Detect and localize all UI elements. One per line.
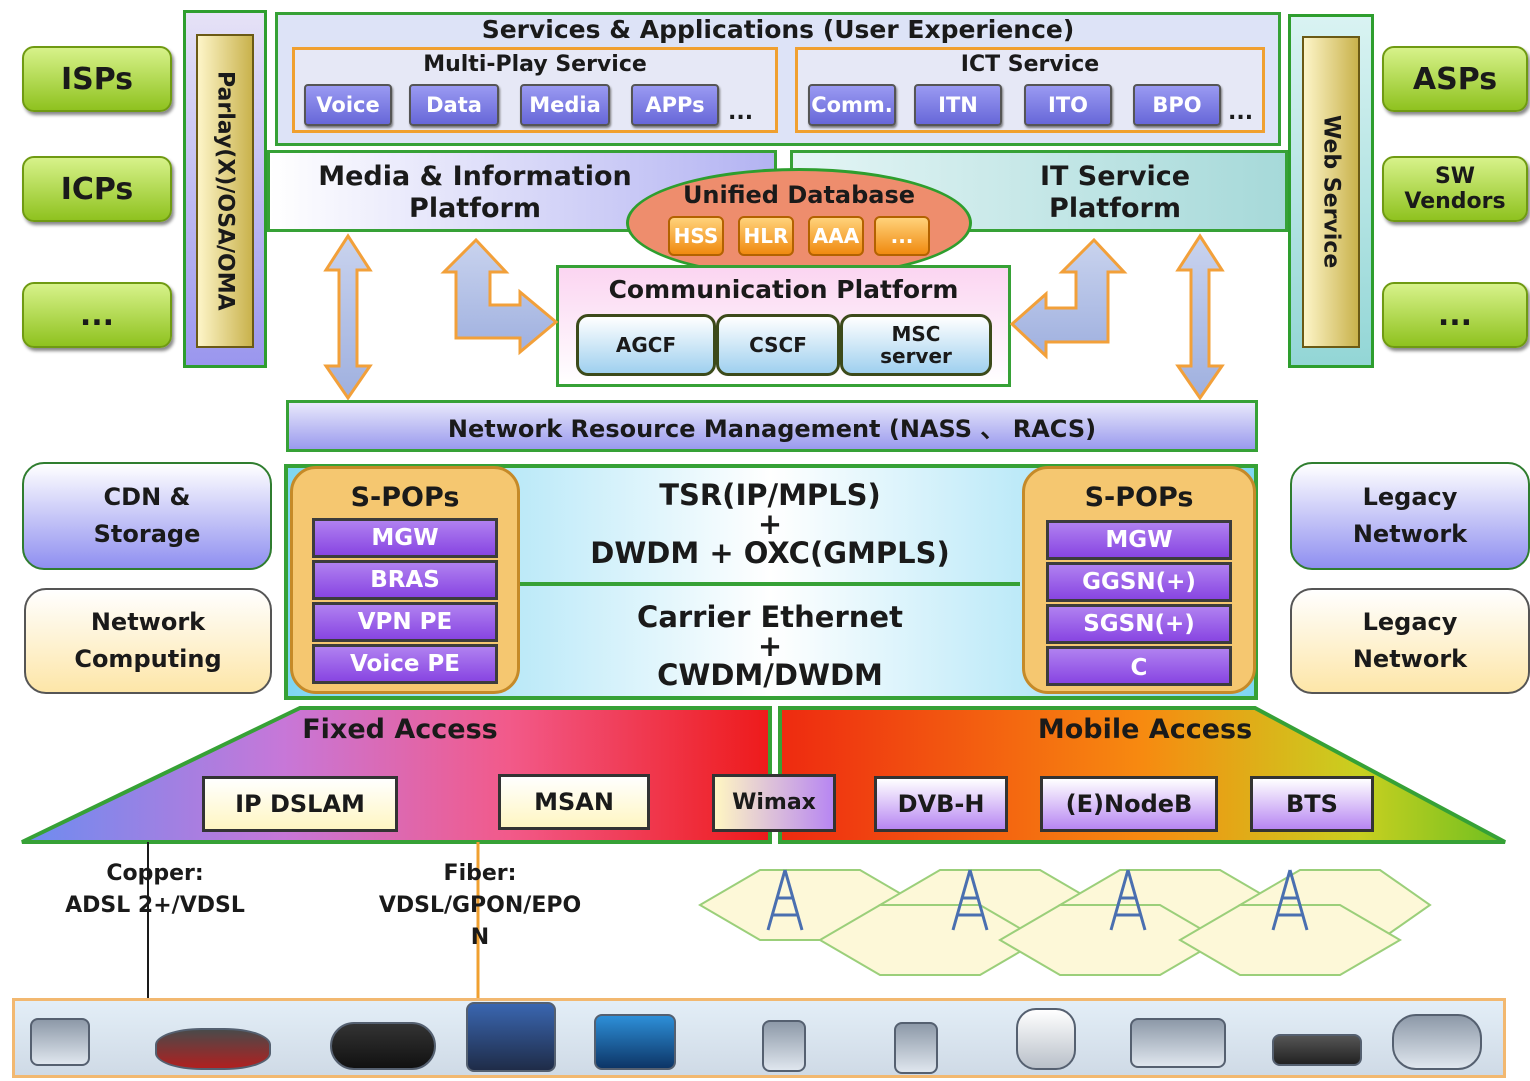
- router-icon: [1272, 1034, 1362, 1066]
- spop-left-bras: BRAS: [312, 560, 498, 600]
- network-resource-management: Network Resource Management (NASS 、 RACS…: [286, 400, 1258, 452]
- service-itn: ITN: [914, 84, 1002, 126]
- double-arrow-right: [1175, 233, 1225, 401]
- db-aaa: AAA: [808, 216, 864, 256]
- spop-right-mgw: MGW: [1046, 520, 1232, 560]
- legacy-network-1: Legacy Network: [1290, 462, 1530, 570]
- cellular-coverage-mesh: [698, 869, 1432, 976]
- partner-more-left: ...: [22, 282, 172, 348]
- mobile-icon: [762, 1020, 806, 1072]
- comm-msc-server: MSC server: [840, 314, 992, 376]
- legacy-network-2: Legacy Network: [1290, 588, 1530, 694]
- access-bts: BTS: [1250, 776, 1374, 832]
- phone-icon: [30, 1018, 90, 1066]
- partner-sw-vendors: SW Vendors: [1382, 156, 1528, 222]
- ict-title: ICT Service: [960, 51, 1100, 77]
- service-voice: Voice: [304, 84, 392, 126]
- it-platform-title: IT Service Platform: [1039, 160, 1191, 224]
- coverage-cell-7: [1178, 904, 1402, 976]
- left-interface-bar: Parlay(X)/OSA/OMA: [196, 34, 254, 348]
- copper-tech: ADSL 2+/VDSL: [65, 892, 245, 918]
- service-ito: ITO: [1024, 84, 1112, 126]
- cell-towers: [766, 869, 1309, 931]
- service-bpo: BPO: [1133, 84, 1221, 126]
- core-row-tsr: TSR(IP/MPLS) + DWDM + OXC(GMPLS): [520, 472, 1020, 576]
- cdn-storage: CDN & Storage: [22, 462, 272, 570]
- service-comm: Comm.: [808, 84, 896, 126]
- service-apps: APPs: [631, 84, 719, 126]
- tv-icon: [594, 1014, 676, 1070]
- network-computing: Network Computing: [24, 588, 272, 694]
- partner-icps: ICPs: [22, 156, 172, 222]
- access-ip-dslam: IP DSLAM: [202, 776, 398, 832]
- db-hss: HSS: [668, 216, 724, 256]
- multi-play-more: ...: [728, 100, 754, 125]
- communication-platform-title: Communication Platform: [608, 274, 959, 304]
- left-interface-label: Parlay(X)/OSA/OMA: [212, 71, 238, 311]
- mobile-access-title: Mobile Access: [1037, 713, 1253, 745]
- comm-agcf: AGCF: [576, 314, 716, 376]
- bent-arrow-right: [1009, 237, 1128, 360]
- cell-tower-1: [766, 869, 804, 931]
- spop-left-voice-pe: Voice PE: [312, 644, 498, 684]
- partner-isps: ISPs: [22, 46, 172, 112]
- fiber-label: Fiber: VDSL/GPON/EPO N: [365, 858, 595, 954]
- set-top-box-icon: [155, 1028, 271, 1070]
- unified-database-title: Unified Database: [682, 181, 916, 209]
- services-title: Services & Applications (User Experience…: [481, 14, 1075, 44]
- pc-icon: [466, 1002, 556, 1072]
- service-data: Data: [409, 84, 499, 126]
- core-ethernet-label: Carrier Ethernet: [637, 599, 903, 634]
- fiber-tech: VDSL/GPON/EPO: [378, 892, 582, 918]
- core-plus-1: +: [757, 506, 783, 541]
- core-dwdm-label: DWDM + OXC(GMPLS): [590, 535, 950, 570]
- copper-label: Copper: ADSL 2+/VDSL: [50, 858, 260, 922]
- core-cwdm-label: CWDM/DWDM: [657, 657, 883, 692]
- spop-left-mgw: MGW: [312, 518, 498, 558]
- cell-tower-2: [951, 869, 989, 931]
- spop-right-partial: C: [1046, 646, 1232, 686]
- spop-left-vpn-pe: VPN PE: [312, 602, 498, 642]
- core-divider: [520, 582, 1020, 586]
- partner-asps: ASPs: [1382, 46, 1528, 112]
- access-dvb-h: DVB-H: [874, 776, 1008, 832]
- projector-icon: [330, 1022, 436, 1070]
- telephone-icon: [1392, 1014, 1482, 1070]
- right-interface-bar: Web Service: [1302, 36, 1360, 348]
- core-plus-2: +: [757, 628, 783, 663]
- access-msan: MSAN: [498, 774, 650, 830]
- fiber-title: Fiber:: [443, 861, 517, 886]
- laptop-icon: [1130, 1018, 1226, 1068]
- access-enodeb: (E)NodeB: [1040, 776, 1218, 832]
- right-interface-label: Web Service: [1318, 115, 1344, 269]
- spop-right-ggsn: GGSN(+): [1046, 562, 1232, 602]
- db-more: ...: [874, 216, 930, 256]
- mobile-icon-2: [894, 1022, 938, 1074]
- cell-tower-3: [1109, 869, 1147, 931]
- spop-right-sgsn: SGSN(+): [1046, 604, 1232, 644]
- cell-phone-icon: [1016, 1008, 1076, 1070]
- cell-tower-4: [1271, 869, 1309, 931]
- ict-more: ...: [1228, 100, 1254, 125]
- access-wimax: Wimax: [712, 774, 836, 832]
- double-arrow-left: [323, 233, 373, 401]
- db-hlr: HLR: [738, 216, 794, 256]
- fixed-access-title: Fixed Access: [302, 713, 498, 745]
- comm-cscf: CSCF: [716, 314, 840, 376]
- fiber-tech-wrap: N: [470, 924, 490, 950]
- core-row-ethernet: Carrier Ethernet + CWDM/DWDM: [520, 596, 1020, 696]
- spop-left-title: S-POPs: [350, 481, 460, 513]
- multi-play-title: Multi-Play Service: [423, 51, 647, 77]
- core-tsr-label: TSR(IP/MPLS): [659, 477, 881, 512]
- media-platform-title: Media & Information Platform: [318, 160, 632, 224]
- spop-right-title: S-POPs: [1084, 481, 1194, 513]
- service-media: Media: [520, 84, 610, 126]
- partner-more-right: ...: [1382, 282, 1528, 348]
- copper-title: Copper:: [106, 861, 204, 886]
- bent-arrow-left: [440, 237, 559, 356]
